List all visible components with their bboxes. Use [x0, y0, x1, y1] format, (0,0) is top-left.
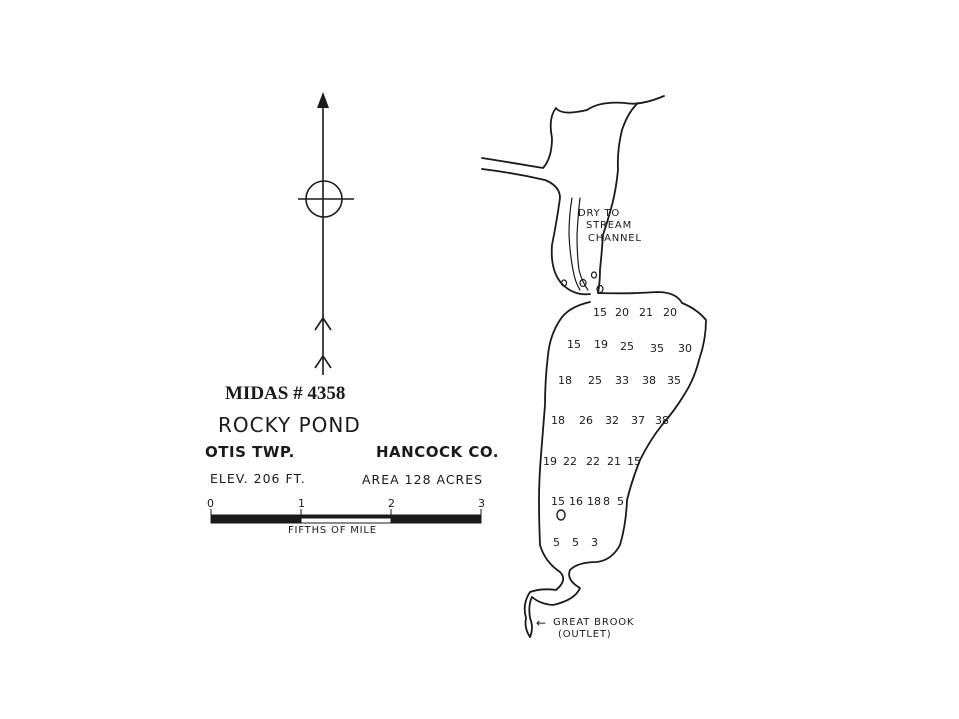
depth-sounding: 25 — [620, 340, 634, 353]
depth-sounding: 20 — [663, 306, 677, 319]
outlet-arrow-icon: ← — [536, 616, 547, 630]
depth-sounding: 15 — [567, 338, 581, 351]
depth-sounding: 5 — [553, 536, 560, 549]
scale-tick-0: 0 — [207, 497, 214, 510]
depth-sounding: 5 — [617, 495, 624, 508]
depth-sounding: 19 — [543, 455, 557, 468]
scale-unit-label: FIFTHS OF MILE — [288, 525, 377, 536]
scale-bar — [210, 509, 482, 524]
depth-sounding: 33 — [615, 374, 629, 387]
pond-shoreline — [481, 95, 707, 638]
scale-tick-2: 2 — [388, 497, 395, 510]
scale-tick-3: 3 — [478, 497, 485, 510]
depth-sounding: 21 — [639, 306, 653, 319]
dry-channel-line-3: CHANNEL — [588, 233, 642, 244]
elevation-label: ELEV. 206 FT. — [210, 471, 306, 486]
dry-channel-line-1: DRY TO — [578, 208, 621, 219]
depth-sounding: 8 — [603, 495, 610, 508]
depth-sounding: 20 — [615, 306, 629, 319]
depth-sounding: 16 — [569, 495, 583, 508]
north-arrow-icon — [314, 92, 332, 375]
depth-sounding: 25 — [588, 374, 602, 387]
depth-sounding: 37 — [631, 414, 645, 427]
depth-sounding: 15 — [593, 306, 607, 319]
compass-circle-icon — [298, 180, 354, 218]
county-label: HANCOCK CO. — [376, 443, 499, 461]
depth-sounding: 18 — [551, 414, 565, 427]
pond-name: ROCKY POND — [218, 413, 361, 437]
depth-sounding: 38 — [655, 414, 669, 427]
depth-sounding: 38 — [642, 374, 656, 387]
depth-sounding: 22 — [563, 455, 577, 468]
outlet-label-line-2: (OUTLET) — [558, 629, 612, 640]
depth-sounding: 35 — [667, 374, 681, 387]
depth-sounding: 32 — [605, 414, 619, 427]
depth-sounding: 30 — [678, 342, 692, 355]
midas-id: MIDAS # 4358 — [225, 383, 346, 404]
depth-sounding: 15 — [627, 455, 641, 468]
depth-sounding: 21 — [607, 455, 621, 468]
depth-sounding: 3 — [591, 536, 598, 549]
depth-sounding: 18 — [587, 495, 601, 508]
depth-sounding: 35 — [650, 342, 664, 355]
dry-channel-line-2: STREAM — [586, 220, 632, 231]
depth-sounding: 5 — [572, 536, 579, 549]
depth-sounding: 26 — [579, 414, 593, 427]
scale-tick-1: 1 — [298, 497, 305, 510]
area-label: AREA 128 ACRES — [362, 472, 484, 487]
depth-sounding: 15 — [551, 495, 565, 508]
depth-sounding: 19 — [594, 338, 608, 351]
township-label: OTIS TWP. — [205, 443, 295, 461]
depth-sounding: 22 — [586, 455, 600, 468]
outlet-label-line-1: GREAT BROOK — [553, 617, 635, 628]
depth-sounding: 18 — [558, 374, 572, 387]
